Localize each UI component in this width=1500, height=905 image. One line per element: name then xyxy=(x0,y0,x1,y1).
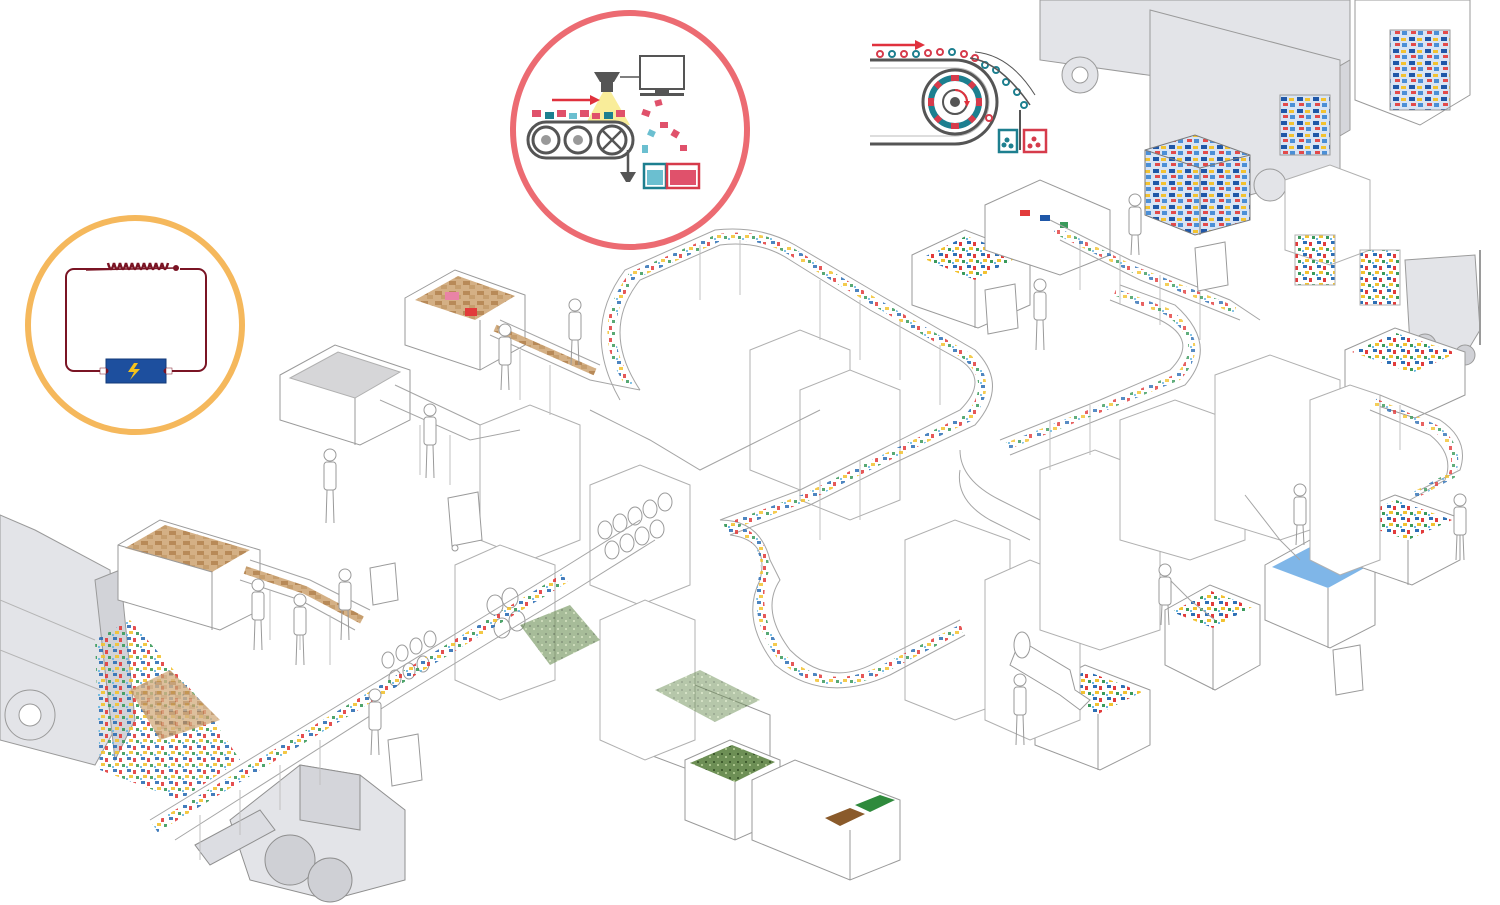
glass-bunker xyxy=(649,684,901,881)
plastic-bale-stack xyxy=(1144,134,1251,236)
cardboard-bunker xyxy=(117,519,261,631)
skid-steer-loader xyxy=(194,764,406,903)
sorting-worker xyxy=(251,193,1467,756)
waste-items-on-belts xyxy=(95,226,1459,833)
air-separator-pipe xyxy=(1009,631,1091,711)
mixed-waste-bunker xyxy=(279,344,411,446)
machine-housings xyxy=(454,164,1401,761)
optical-sorter-camera-icon xyxy=(510,10,750,250)
eddy-current-coil-battery-icon xyxy=(25,215,245,435)
paper-bunker xyxy=(404,269,526,371)
conveyor-belt xyxy=(149,219,1463,841)
magnetic-drum-separator-icon xyxy=(870,40,1048,154)
wheelie-bin xyxy=(369,241,1364,787)
